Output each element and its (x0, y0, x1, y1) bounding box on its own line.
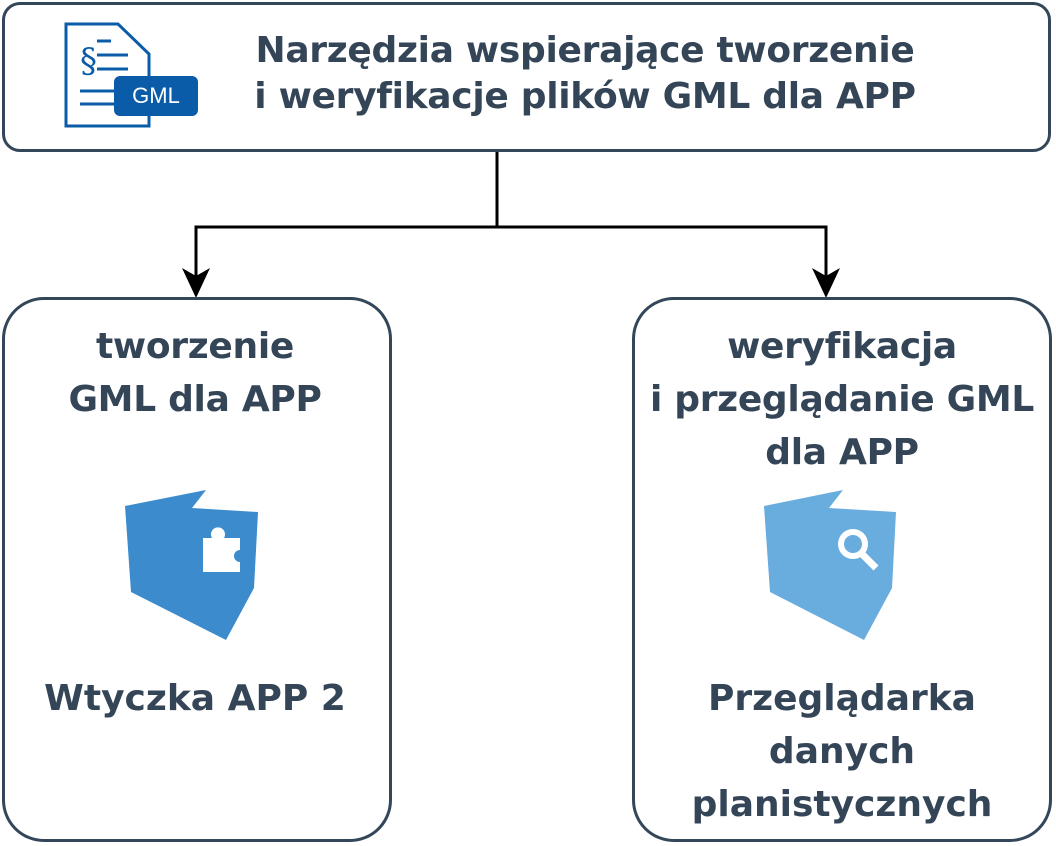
gml-badge-label: GML (132, 83, 180, 108)
heading-line: weryfikacja (727, 326, 957, 367)
branch-heading-create: tworzenie GML dla APP (0, 320, 390, 426)
diagram-title: Narzędzia wspierające tworzenie i weryfi… (215, 28, 955, 120)
heading-line: i przeglądanie GML (649, 379, 1035, 420)
heading-line: GML dla APP (68, 379, 322, 420)
arrowhead-right (812, 268, 840, 298)
tool-name-viewer: Przeglądarka danych planistycznych (632, 672, 1052, 831)
title-line-1: Narzędzia wspierające tworzenie (255, 30, 915, 71)
title-line-2: i weryfikacje plików GML dla APP (254, 76, 916, 117)
branch-heading-verify: weryfikacja i przeglądanie GML dla APP (632, 320, 1052, 479)
arrowhead-left (182, 268, 210, 298)
tool-line: Przeglądarka (708, 678, 976, 719)
tool-line: danych (768, 731, 916, 772)
tool-name-plugin: Wtyczka APP 2 (0, 672, 390, 725)
heading-line: dla APP (765, 432, 919, 473)
heading-line: tworzenie (95, 326, 294, 367)
tool-line: Wtyczka APP 2 (44, 678, 346, 719)
tool-line: planistycznych (691, 784, 993, 825)
